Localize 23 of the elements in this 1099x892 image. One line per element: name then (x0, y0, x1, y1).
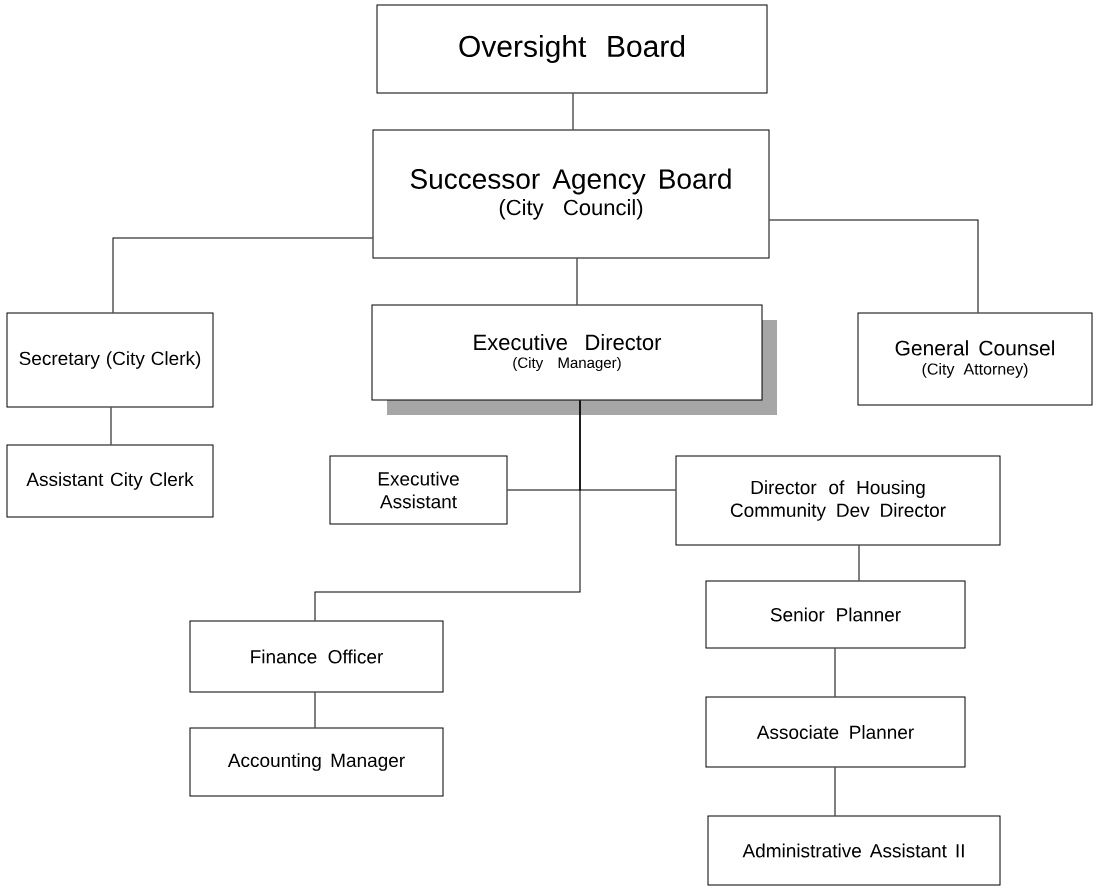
position-box: Finance Officer (189, 620, 444, 693)
position-box: Senior Planner (705, 580, 966, 649)
position-box: Secretary (City Clerk) (6, 312, 214, 408)
connector-line (769, 219, 979, 313)
position-box: Accounting Manager (189, 727, 444, 797)
position-box: Executive Assistant (329, 455, 508, 525)
position-box: Executive Director (City Manager) (371, 304, 763, 401)
connector-line (314, 692, 316, 728)
position-box: Successor Agency Board (City Council) (372, 129, 770, 259)
connector-line (834, 648, 836, 697)
connector-line (112, 237, 373, 313)
connector-line (576, 258, 578, 305)
position-box: Administrative Assistant II (707, 815, 1001, 886)
connector-line (314, 400, 581, 621)
position-box: Oversight Board (376, 4, 768, 94)
connector-line (834, 767, 836, 816)
connector-line (858, 545, 860, 581)
position-box: General Counsel (City Attorney) (857, 312, 1093, 406)
connector-line (110, 407, 112, 445)
connector-line (572, 93, 574, 130)
position-box: Assistant City Clerk (6, 444, 214, 518)
position-box: Director of Housing Community Dev Director (675, 455, 1001, 546)
position-box: Associate Planner (705, 696, 966, 768)
